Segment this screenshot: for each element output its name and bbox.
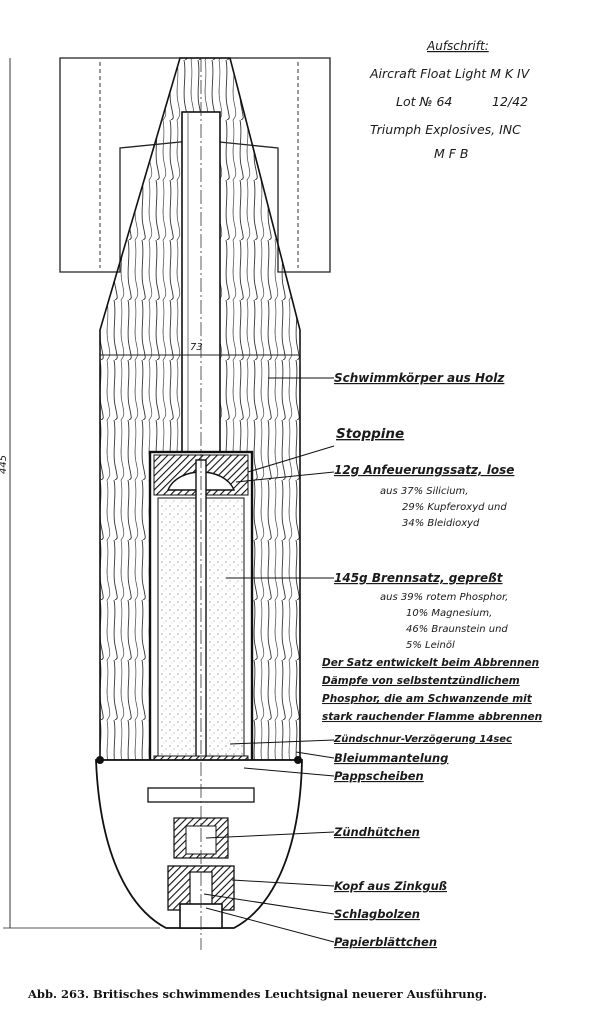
leader-lines <box>203 377 335 943</box>
inscription-date: 12/42 <box>492 94 528 109</box>
label-ignition-line2: 29% Kupferoxyd und <box>402 502 507 513</box>
label-burning-charge: 145g Brennsatz, gepreßt <box>334 571 504 585</box>
width-dimension-value: 73 <box>190 342 203 353</box>
height-dimension: 445 <box>0 58 160 929</box>
note-line2: Dämpfe von selbstentzündlichem <box>322 675 520 687</box>
width-dimension: 73 <box>99 342 301 365</box>
caption-text: Britisches schwimmendes Leuchtsignal neu… <box>93 987 488 1001</box>
label-cardboard-discs: Pappscheiben <box>334 769 424 783</box>
label-ignition-line1: aus 37% Silicium, <box>380 486 468 497</box>
label-zinc-head: Kopf aus Zinkguß <box>334 879 447 893</box>
label-paper-disc: Papierblättchen <box>334 935 437 949</box>
label-ignition-line3: 34% Bleidioxyd <box>402 518 480 529</box>
label-lead-sheath: Bleiummantelung <box>334 751 448 765</box>
label-firing-pin: Schlagbolzen <box>334 907 420 921</box>
label-burning-line2: 10% Magnesium, <box>406 608 492 619</box>
label-stoppine: Stoppine <box>336 426 404 442</box>
inscription-line1: Aircraft Float Light M K IV <box>369 66 531 81</box>
label-primer-cap: Zündhütchen <box>333 825 420 839</box>
label-fuse-delay: Zündschnur-Verzögerung 14sec <box>333 734 512 745</box>
inscription-block: Aufschrift: Aircraft Float Light M K IV … <box>369 39 531 161</box>
note-line1: Der Satz entwickelt beim Abbrennen <box>322 657 539 669</box>
height-dimension-value: 445 <box>0 455 9 474</box>
note-line4: stark rauchender Flamme abbrennen <box>322 711 542 723</box>
callout-labels: Schwimmkörper aus Holz Stoppine 12g Anfe… <box>322 371 542 949</box>
caption-label: Abb. 263. <box>28 987 90 1001</box>
inscription-line3: Triumph Explosives, INC <box>370 122 521 137</box>
inscription-heading: Aufschrift: <box>426 39 489 53</box>
nose-cone <box>95 756 303 929</box>
figure-caption: Abb. 263.Britisches schwimmendes Leuchts… <box>24 987 584 1001</box>
label-float-body: Schwimmkörper aus Holz <box>334 371 505 385</box>
label-ignition-charge: 12g Anfeuerungssatz, lose <box>334 463 514 477</box>
inscription-lot: Lot № 64 <box>396 94 452 109</box>
label-burning-line4: 5% Leinöl <box>406 640 455 651</box>
label-burning-line1: aus 39% rotem Phosphor, <box>380 592 508 603</box>
inscription-line4: M F B <box>434 146 469 161</box>
label-burning-line3: 46% Braunstein und <box>406 624 508 635</box>
note-line3: Phosphor, die am Schwanzende mit <box>322 693 533 705</box>
